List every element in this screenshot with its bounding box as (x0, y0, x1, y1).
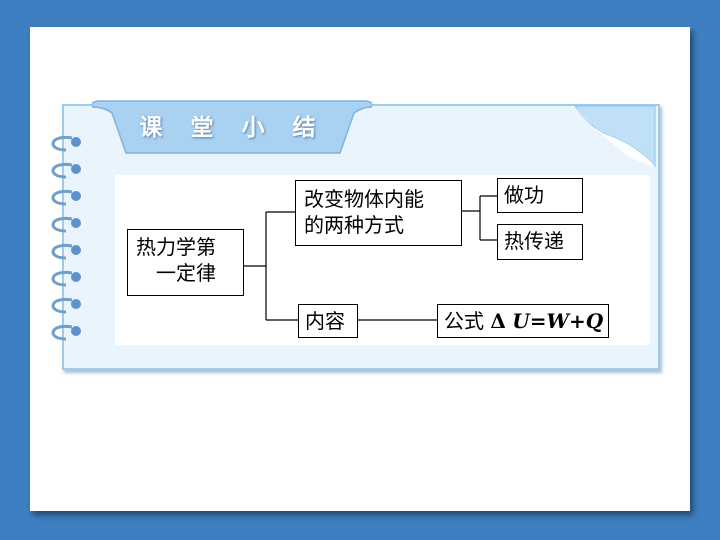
content-node: 内容 (298, 304, 358, 338)
spiral-binding-icon (51, 135, 81, 341)
equals-sign: = (529, 309, 547, 333)
var-q: Q (585, 309, 604, 333)
methods-line-1: 改变物体内能 (304, 187, 424, 211)
root-line-2: 一定律 (156, 261, 216, 285)
root-line-1: 热力学第 (136, 235, 216, 259)
delta-symbol: Δ (490, 309, 506, 333)
plus-sign: + (568, 309, 586, 333)
formula-prefix: 公式 (444, 309, 484, 333)
heat-transfer-node: 热传递 (497, 224, 583, 260)
work-node: 做功 (497, 178, 583, 213)
var-u: U (512, 309, 530, 333)
methods-node: 改变物体内能 的两种方式 (295, 180, 462, 246)
page-curl-icon (575, 105, 656, 168)
page-title: 课 堂 小 结 (139, 115, 326, 141)
title-tab (92, 100, 372, 154)
var-w: W (546, 309, 569, 333)
formula-node: 公式 Δ U=W+Q (437, 304, 609, 338)
methods-line-2: 的两种方式 (304, 213, 404, 237)
root-node: 热力学第 一定律 (127, 229, 244, 296)
